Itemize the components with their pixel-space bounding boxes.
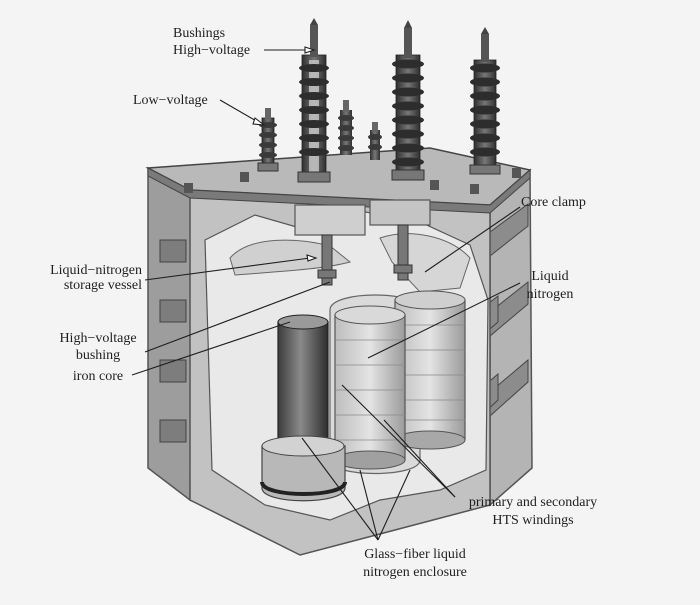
leader-core-clamp [424, 206, 521, 273]
label-enclosure-1: Glass−fiber liquid [364, 547, 466, 562]
leader-hts-1 [341, 384, 456, 498]
label-enclosure-2: nitrogen enclosure [363, 565, 467, 580]
label-hts-windings-2: HTS windings [492, 513, 574, 528]
leader-enclosure-3 [377, 469, 411, 541]
leader-hts-2 [383, 419, 456, 498]
leader-liquid-nitrogen [367, 282, 521, 359]
label-liquid-nitrogen-1: Liquid [531, 269, 569, 284]
leader-lines [131, 46, 521, 541]
label-storage-vessel-1: Liquid−nitrogen [50, 263, 142, 278]
high-voltage-bushing-2 [391, 20, 425, 181]
hts-winding-right [394, 290, 466, 450]
label-hv-bushing-2: bushing [75, 348, 121, 363]
label-hts-windings-1: primary and secondary [468, 495, 598, 510]
low-voltage-bushing [257, 108, 279, 172]
small-bushing-middle-1 [338, 100, 354, 155]
high-voltage-bushing-3 [469, 27, 501, 175]
label-storage-vessel-2: storage vessel [63, 278, 142, 293]
lid-bolts [184, 168, 521, 194]
leader-enclosure-1 [301, 437, 379, 541]
label-high-voltage: High−voltage [173, 43, 251, 58]
high-voltage-bushing-1 [297, 18, 331, 183]
label-core-clamp: Core clamp [521, 195, 586, 210]
leader-iron-core [131, 321, 291, 376]
leader-low-voltage [219, 99, 259, 123]
bottom-enclosure-cup [260, 435, 347, 502]
label-iron-core: iron core [72, 369, 124, 384]
label-liquid-nitrogen-2: nitrogen [526, 287, 574, 302]
tank-left-face [147, 166, 193, 502]
leader-storage-vessel [144, 257, 311, 281]
leader-hv-bushing [144, 281, 331, 353]
left-fins [159, 239, 187, 443]
label-bushings: Bushings [173, 26, 226, 41]
storage-vessel [229, 239, 352, 276]
core-clamp [294, 204, 366, 236]
hts-winding-center [334, 305, 406, 470]
lead-connectors [317, 224, 413, 286]
small-bushing-middle-2 [368, 122, 382, 160]
label-low-voltage: Low−voltage [133, 93, 208, 108]
leader-enclosure-2 [359, 469, 379, 541]
label-hv-bushing-1: High−voltage [59, 331, 137, 346]
